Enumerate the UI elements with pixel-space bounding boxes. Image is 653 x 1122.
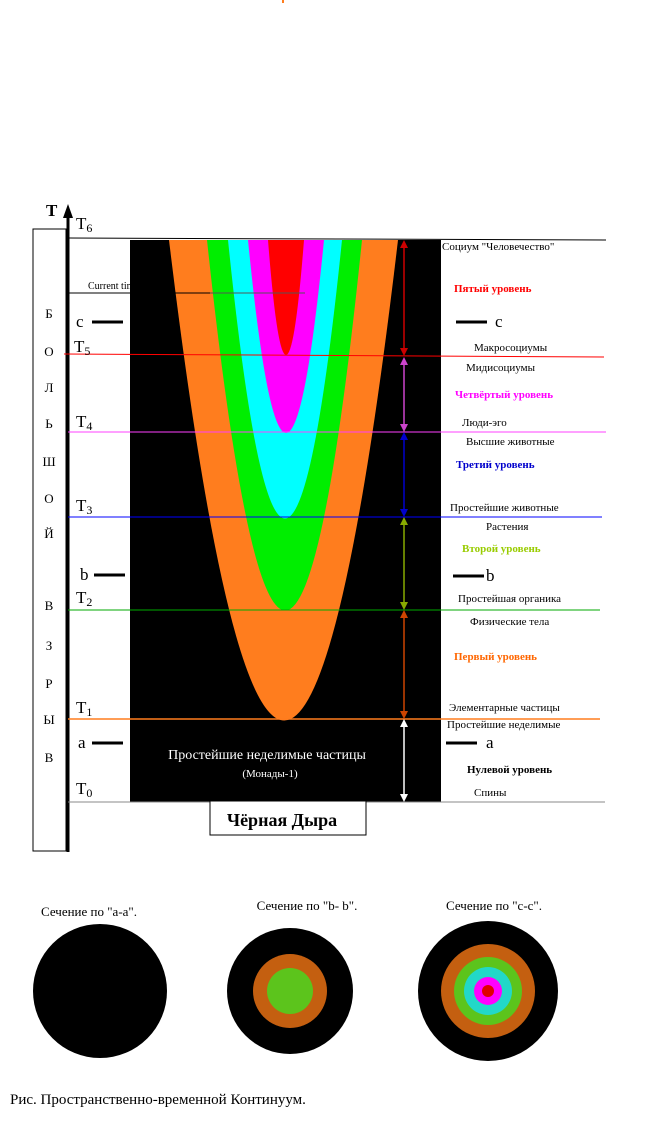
side-word-letter: Ь xyxy=(45,416,53,431)
side-word-letter: Р xyxy=(45,676,52,691)
black-hole-caption-box xyxy=(209,800,367,836)
label-socium: Социум "Человечество" xyxy=(442,241,554,253)
side-word-letter: Ш xyxy=(42,454,55,469)
svg-text:T2: T2 xyxy=(76,588,92,609)
time-axis-arrow xyxy=(63,204,73,218)
level-fifth: Пятый уровень xyxy=(454,283,532,295)
band-red xyxy=(268,240,304,355)
figure-caption: Рис. Пространственно-временной Континуум… xyxy=(10,1092,306,1108)
side-word-letter: Й xyxy=(44,526,53,541)
t6-line xyxy=(67,237,607,241)
marker-a-left: a xyxy=(78,733,86,752)
label-simple-organic: Простейшая органика xyxy=(458,593,561,605)
section-a-disc xyxy=(33,924,167,1058)
label-midi: Мидисоциумы xyxy=(466,362,536,374)
section-b-disc xyxy=(227,928,353,1054)
marker-b-right: b xyxy=(486,566,495,585)
side-word: Б О Л Ь Ш О Й В З Р Ы В xyxy=(42,306,55,765)
side-word-letter: З xyxy=(46,638,53,653)
svg-text:T0: T0 xyxy=(76,779,92,800)
side-word-letter: Б xyxy=(45,306,52,321)
section-c-disc xyxy=(418,921,558,1061)
label-simple-animals: Простейшие животные xyxy=(450,502,559,514)
level-arrows xyxy=(400,240,408,802)
t4-mark: T4 xyxy=(76,412,92,433)
label-macro: Макросоциумы xyxy=(474,342,548,354)
section-c-title: Сечение по "c-c". xyxy=(446,898,542,913)
axis-label: T xyxy=(46,201,58,220)
label-people: Люди-эго xyxy=(462,417,507,429)
side-word-letter: Л xyxy=(45,380,54,395)
top-speck xyxy=(282,0,284,3)
side-word-letter: В xyxy=(45,598,54,613)
svg-text:T4: T4 xyxy=(76,412,92,433)
marker-a-right: a xyxy=(486,733,494,752)
svg-text:T3: T3 xyxy=(76,496,92,517)
side-word-letter: О xyxy=(44,491,53,506)
indivisible-particles-text: Простейшие неделимые частицы xyxy=(168,748,366,763)
level-second: Второй уровень xyxy=(462,543,541,555)
monads-text: (Монады-1) xyxy=(242,768,298,780)
section-a-title: Сечение по "а-а". xyxy=(41,904,137,919)
label-plants: Растения xyxy=(486,521,528,533)
label-simple-indivisible: Простейшие неделимые xyxy=(447,719,560,731)
t1-mark: T1 xyxy=(76,698,92,719)
current-time-label: Current time xyxy=(88,281,139,292)
t3-mark: T3 xyxy=(76,496,92,517)
label-spins: Спины xyxy=(474,787,507,799)
t6-mark: T6 xyxy=(76,214,92,235)
section-b-title: Сечение по "b- b". xyxy=(257,898,358,913)
svg-text:T5: T5 xyxy=(74,337,90,358)
side-word-letter: В xyxy=(45,750,54,765)
t5-mark: T5 xyxy=(74,337,90,358)
t0-mark: T0 xyxy=(76,779,92,800)
t5-line xyxy=(63,353,605,358)
marker-b-left: b xyxy=(80,565,89,584)
side-word-box xyxy=(32,228,67,852)
level-first: Первый уровень xyxy=(454,651,537,663)
marker-c-left: c xyxy=(76,312,84,331)
level-fourth: Четвёртый уровень xyxy=(455,389,553,401)
t2-mark: T2 xyxy=(76,588,92,609)
label-elem-particles: Элементарные частицы xyxy=(449,702,560,714)
label-higher-animals: Высшие животные xyxy=(466,436,555,448)
marker-c-right: c xyxy=(495,312,503,331)
svg-text:T6: T6 xyxy=(76,214,92,235)
side-word-letter: О xyxy=(44,344,53,359)
label-phys-bodies: Физические тела xyxy=(470,616,549,628)
level-third: Третий уровень xyxy=(456,459,535,471)
black-hole-caption: Чёрная Дыра xyxy=(227,810,337,830)
svg-text:T1: T1 xyxy=(76,698,92,719)
level-zero: Нулевой уровень xyxy=(467,764,552,776)
side-word-letter: Ы xyxy=(43,712,54,727)
